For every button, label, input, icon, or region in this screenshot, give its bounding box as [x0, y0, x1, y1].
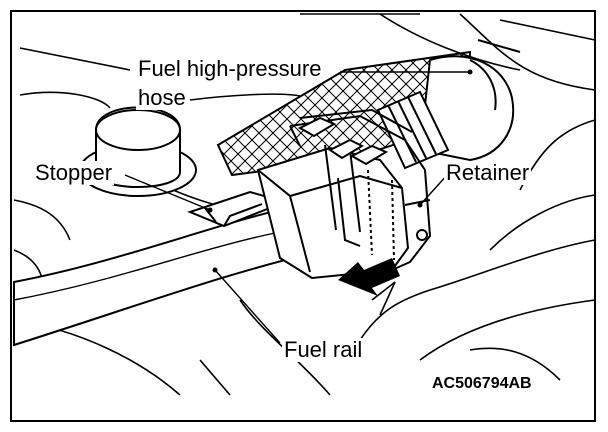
leader-lines: [124, 71, 470, 344]
label-fuel-high-pressure-hose: Fuel high-pressure: [136, 56, 324, 81]
retainer-tabs: [297, 116, 389, 166]
engine-contours: [13, 13, 596, 396]
label-retainer: Retainer: [444, 160, 532, 185]
push-arrow-icon: [338, 258, 400, 316]
hose-end-fitting: [376, 90, 450, 170]
label-stopper: Stopper: [33, 160, 115, 185]
label-hose: hose: [136, 85, 188, 110]
figure-code: AC506794AB: [432, 375, 532, 392]
connector-housing: [256, 108, 432, 280]
label-fuel-rail: Fuel rail: [282, 337, 365, 362]
leader-dots: [207, 69, 473, 273]
